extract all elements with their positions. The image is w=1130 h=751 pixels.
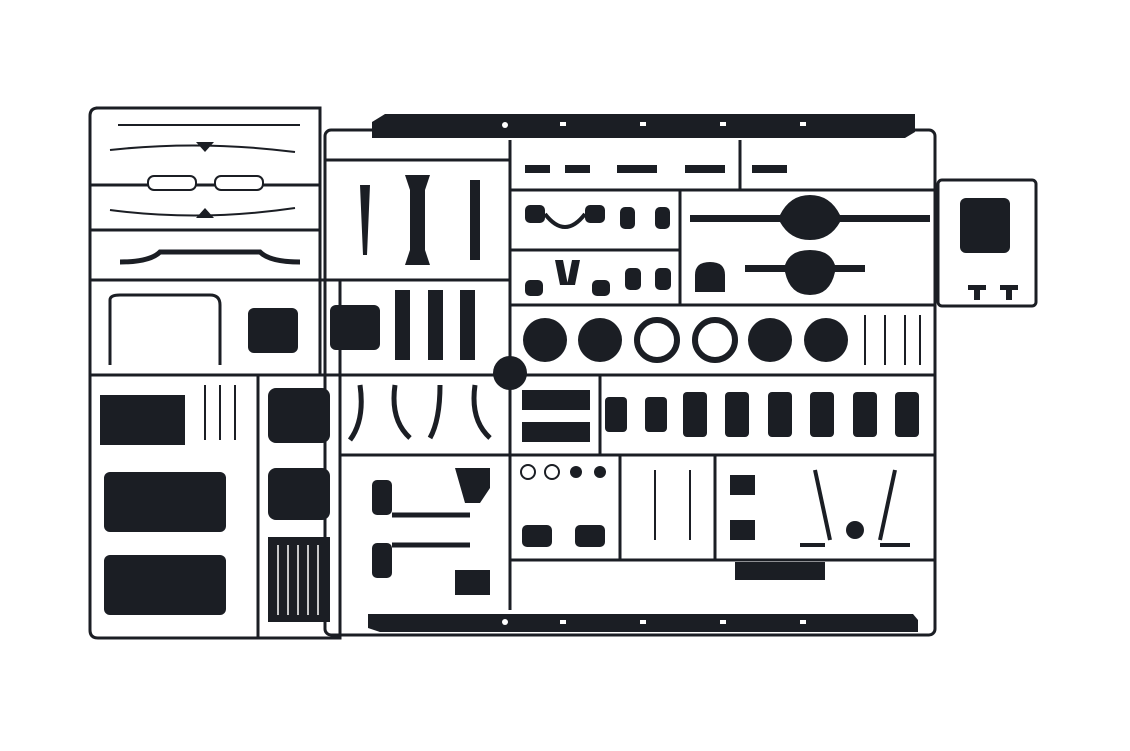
mirror-and-tanks-left — [100, 293, 380, 622]
lower-parts — [372, 464, 910, 595]
front-grille-bars — [109, 124, 301, 265]
axles — [690, 195, 1018, 300]
brake-drums — [523, 315, 921, 365]
fuel-tanks-small — [605, 392, 919, 437]
suspension-parts — [525, 165, 787, 296]
chassis-rails — [368, 114, 918, 632]
springs-and-brackets — [347, 175, 590, 442]
